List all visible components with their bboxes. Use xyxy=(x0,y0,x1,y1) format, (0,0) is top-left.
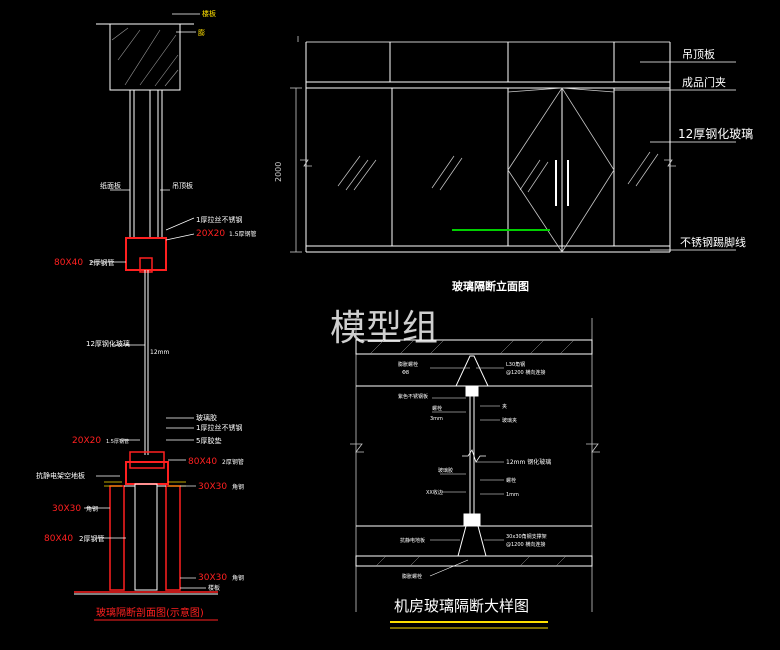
watermark-text: 模型组 xyxy=(330,308,438,349)
elevation-view xyxy=(290,36,736,253)
label-glass-clip: 玻璃夹 xyxy=(502,417,517,424)
top-steel-tube xyxy=(125,237,167,271)
label-tube-80: 80X40 xyxy=(54,258,83,268)
height-dim-text: 2000 xyxy=(274,162,283,182)
center-support-post xyxy=(134,483,158,591)
door-swing-right xyxy=(561,87,615,253)
label-ss-top: 1厚拉丝不锈钢 xyxy=(196,215,242,224)
label-gap: 3mm xyxy=(430,416,443,422)
section-labels: 楼板 膨 纸面板 吊顶板 1厚拉丝不锈钢 20X20 1.5厚钢管 80X40 … xyxy=(36,9,257,621)
label-l30-sub: @1200 横向连接 xyxy=(506,369,545,376)
label-tube-20: 20X20 xyxy=(196,229,225,239)
bottom-glass-channel xyxy=(129,451,165,469)
elevation-labels: 2000 吊顶板 成品门夹 12厚钢化玻璃 不锈钢踢脚线 玻璃隔断立面图 xyxy=(274,47,753,293)
label-clamp: 夹 xyxy=(502,403,507,410)
section-caption: 玻璃隔断剖面图(示意图) xyxy=(96,606,204,619)
label-tempered-glass: 12厚钢化玻璃 xyxy=(678,127,753,141)
section-view xyxy=(74,13,218,595)
label-xx-trim: XX收边 xyxy=(426,489,443,496)
label-anchor-bolt: 膨胀螺栓 xyxy=(398,361,418,368)
detail-leaders xyxy=(429,367,504,577)
label-angle-30b-sub: 角钢 xyxy=(86,505,98,513)
label-anchor-size: Φ8 xyxy=(402,370,409,376)
label-tube-30: 30x30角钢支撑架 xyxy=(506,533,547,540)
floor-support-bracket xyxy=(457,525,487,557)
top-bracket xyxy=(455,355,489,387)
label-skirting: 不锈钢踢脚线 xyxy=(680,235,746,249)
label-angle-30b: 30X30 xyxy=(52,504,81,514)
label-bolt-a: 螺栓 xyxy=(432,405,442,412)
detail-view xyxy=(350,318,600,612)
label-floor-board: 抗静电地板 xyxy=(400,537,425,544)
label-gap-b: 1mm xyxy=(506,492,519,498)
label-tube-80-sub: 2厚钢管 xyxy=(89,258,114,267)
detail-caption: 机房玻璃隔断大样图 xyxy=(394,597,529,615)
label-hanger-board: 吊顶板 xyxy=(172,181,193,190)
door-swing-left xyxy=(507,87,563,253)
detail-floor-slab xyxy=(355,555,593,567)
glass-break-mark xyxy=(462,449,486,463)
label-l30: L30角钢 xyxy=(506,361,525,368)
ceiling-slab xyxy=(109,23,181,91)
label-slab: 楼板 xyxy=(202,9,216,18)
label-ss-mid: 1厚拉丝不锈钢 xyxy=(196,423,242,432)
label-glass-12: 12厚钢化玻璃 xyxy=(86,339,130,348)
elevation-leaders xyxy=(614,61,736,251)
label-bolt-b: 螺栓 xyxy=(506,477,516,484)
label-anchor: 膨 xyxy=(198,28,205,37)
label-tube-20-sub: 1.5厚钢管 xyxy=(229,230,257,238)
label-ceiling: 吊顶板 xyxy=(682,47,715,61)
label-rubber: 5厚胶垫 xyxy=(196,436,221,445)
label-detail-glass: 12mm 钢化玻璃 xyxy=(506,458,551,466)
label-tube-80b-sub: 2厚钢管 xyxy=(222,458,244,466)
glass-reflection-marks xyxy=(337,151,659,193)
label-ss-trim: 紫色不锈钢板 xyxy=(398,393,428,400)
label-angle-30c: 30X30 xyxy=(198,573,227,583)
label-angle-30a-sub: 角钢 xyxy=(232,483,244,491)
label-door-clip: 成品门夹 xyxy=(682,75,726,89)
label-tube-30-sub: @1200 横向连接 xyxy=(506,541,545,548)
label-angle-30c-sub: 角钢 xyxy=(232,574,244,582)
ceiling-slab-hatch xyxy=(111,27,179,87)
floor-slab-hatch xyxy=(375,555,567,567)
top-glass-channel xyxy=(139,257,153,273)
break-marks xyxy=(300,159,676,167)
bottom-glass-clip xyxy=(463,513,481,527)
label-foot: 膨胀螺栓 xyxy=(402,573,422,580)
top-glass-clip xyxy=(465,385,479,397)
label-floor: 楼板 xyxy=(208,584,220,592)
top-slab-hatch xyxy=(369,339,575,355)
section-leaders xyxy=(84,13,206,589)
detail-top-slab xyxy=(355,339,593,355)
label-mm12: 12mm xyxy=(150,349,169,356)
elevation-caption: 玻璃隔断立面图 xyxy=(452,279,529,293)
label-tube-20b-sub: 1.5厚钢管 xyxy=(106,438,129,445)
label-tube-20b: 20X20 xyxy=(72,436,101,446)
label-tube-80b: 80X40 xyxy=(188,457,217,467)
detail-break-marks xyxy=(350,443,600,453)
label-tube-80c: 80X40 xyxy=(44,534,73,544)
detail-labels: 膨胀螺栓 Φ8 L30角钢 @1200 横向连接 紫色不锈钢板 3mm 夹 玻璃… xyxy=(390,361,551,629)
label-sealant: 玻璃胶 xyxy=(196,413,217,422)
label-tube-80c-sub: 2厚钢管 xyxy=(79,534,104,543)
label-angle-30a: 30X30 xyxy=(198,482,227,492)
label-antistatic: 抗静电架空地板 xyxy=(36,471,85,480)
label-gypsum-board: 纸面板 xyxy=(100,181,121,190)
label-glue: 玻璃胶 xyxy=(438,467,453,474)
